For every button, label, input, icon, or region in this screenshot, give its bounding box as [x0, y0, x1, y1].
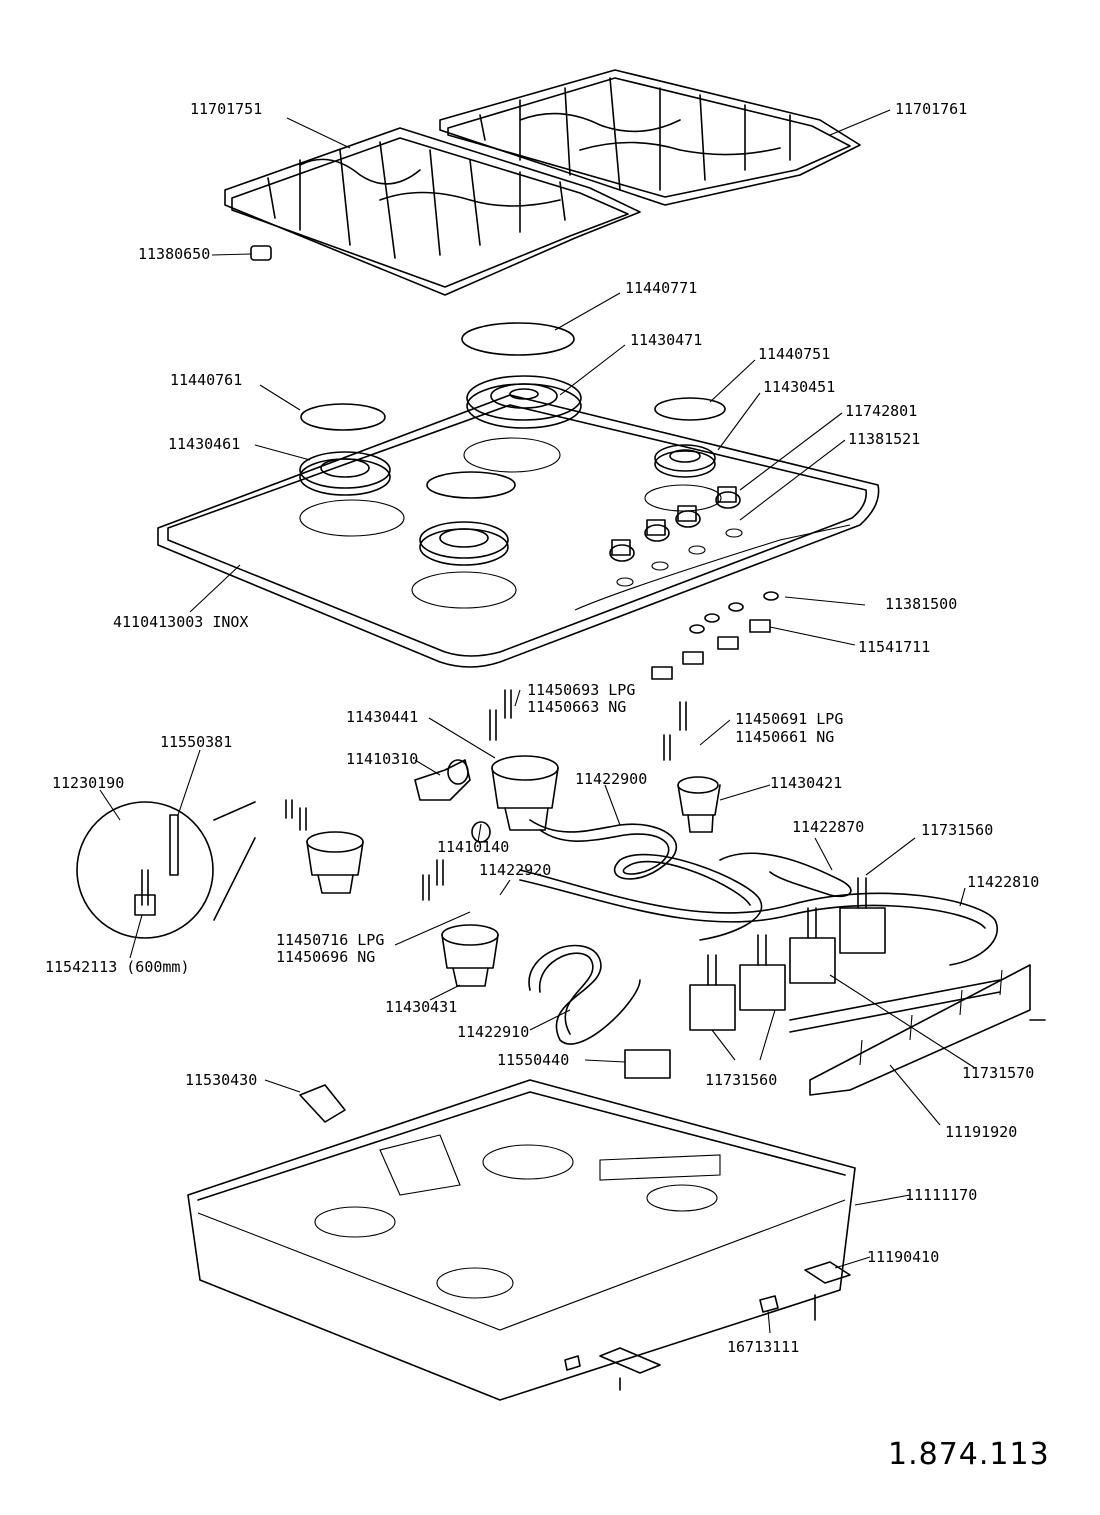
- part-label-11450693: 11450693 LPG: [527, 681, 636, 699]
- part-label-11191920: 11191920: [945, 1123, 1018, 1141]
- part-label-11422810: 11422810: [967, 873, 1040, 891]
- cable-clamp: [299, 1084, 346, 1123]
- part-label-11731570: 11731570: [962, 1064, 1035, 1082]
- part-label-11422910: 11422910: [457, 1023, 530, 1041]
- part-label-11450663: 11450663 NG: [527, 698, 627, 716]
- cap-large: [461, 322, 575, 356]
- cap-center: [426, 471, 516, 499]
- part-label-11731560-top: 11731560: [921, 821, 994, 839]
- fixing-brackets: [564, 1019, 1046, 1391]
- leader-lines: [99, 109, 976, 1334]
- part-label-11430451: 11430451: [763, 378, 836, 396]
- part-label-11530430: 11530430: [185, 1071, 258, 1089]
- part-label-11380650: 11380650: [138, 245, 211, 263]
- gas-taps: [689, 877, 886, 1031]
- part-label-11422920: 11422920: [479, 861, 552, 879]
- part-label-11542113: 11542113 (600mm): [45, 958, 190, 976]
- part-label-11701751: 11701751: [190, 100, 263, 118]
- part-label-11111170: 11111170: [905, 1186, 978, 1204]
- ignition-switches: [651, 619, 771, 680]
- part-label-11450716: 11450716 LPG: [276, 931, 385, 949]
- washer: [471, 821, 491, 843]
- part-label-11742801: 11742801: [845, 402, 918, 420]
- pan-support-right: [439, 69, 861, 206]
- part-label-11541711: 11541711: [858, 638, 931, 656]
- part-label-11190410: 11190410: [867, 1248, 940, 1266]
- part-label-11430431: 11430431: [385, 998, 458, 1016]
- cap-left: [300, 403, 386, 431]
- grate-foot: [250, 245, 272, 261]
- part-label-11440751: 11440751: [758, 345, 831, 363]
- spark-generator: [624, 1049, 671, 1079]
- part-label-11410140: 11410140: [437, 838, 510, 856]
- burner-body-11430431: [441, 924, 499, 987]
- part-label-11230190: 11230190: [52, 774, 125, 792]
- part-label-11422900: 11422900: [575, 770, 648, 788]
- burner-head-right: [654, 444, 716, 478]
- bottom-tray: [187, 1079, 856, 1401]
- part-label-11450691: 11450691 LPG: [735, 710, 844, 728]
- part-label-11410310: 11410310: [346, 750, 419, 768]
- part-label-11450661: 11450661 NG: [735, 728, 835, 746]
- pan-support-left: [224, 127, 641, 296]
- burner-head-large: [466, 375, 582, 429]
- gas-pipes: [519, 819, 1001, 1045]
- drawing-code: 1.874.113: [888, 1437, 1050, 1472]
- part-label-11550381: 11550381: [160, 733, 233, 751]
- part-label-11440761: 11440761: [170, 371, 243, 389]
- injectors: [285, 689, 687, 901]
- hob-top: [157, 394, 880, 668]
- part-label-11450696: 11450696 NG: [276, 948, 376, 966]
- part-label-11430461: 11430461: [168, 435, 241, 453]
- burner-body-11430441: [491, 755, 559, 831]
- burner-body-left: [306, 831, 364, 894]
- part-label-11381521: 11381521: [848, 430, 921, 448]
- burner-head-left: [299, 451, 391, 496]
- cap-right: [654, 397, 726, 421]
- part-label-11430421: 11430421: [770, 774, 843, 792]
- part-label-11381500: 11381500: [885, 595, 958, 613]
- part-label-11701761: 11701761: [895, 100, 968, 118]
- elbow-connector: [414, 759, 471, 801]
- part-label-4110413003: 4110413003 INOX: [113, 613, 249, 631]
- detail-circle: [76, 801, 256, 939]
- part-label-11430471: 11430471: [630, 331, 703, 349]
- knob-bezels: [689, 591, 779, 634]
- part-label-11440771: 11440771: [625, 279, 698, 297]
- burner-head-center: [419, 521, 509, 566]
- part-label-11731560-bottom: 11731560: [705, 1071, 778, 1089]
- part-label-11422870: 11422870: [792, 818, 865, 836]
- part-label-11550440: 11550440: [497, 1051, 570, 1069]
- control-knobs: [609, 486, 743, 587]
- part-label-16713111: 16713111: [727, 1338, 800, 1356]
- part-label-11430441: 11430441: [346, 708, 419, 726]
- burner-body-11430421: [677, 776, 721, 833]
